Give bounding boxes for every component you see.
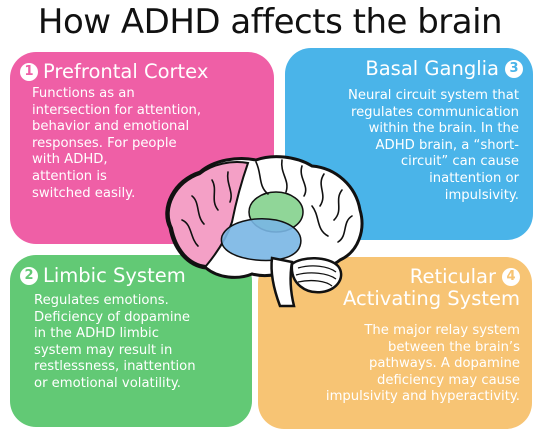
prefrontal-cortex-description: Functions as an intersection for attenti… — [32, 86, 262, 202]
text-line: responses. For people — [32, 135, 177, 151]
text-line: within the brain. In the — [368, 121, 519, 137]
text-line: with ADHD, — [32, 152, 108, 168]
basal-ganglia-description: Neural circuit system that regulates com… — [299, 88, 519, 204]
cerebellum — [290, 257, 343, 294]
prefrontal-cortex-heading: 1 Prefrontal Cortex — [20, 61, 208, 83]
number-badge: 4 — [502, 268, 520, 286]
text-line: ADHD brain, a “short- — [375, 137, 519, 153]
text-line: The major relay system — [364, 323, 520, 338]
text-line: impulsivity and hyperactivity. — [325, 389, 520, 405]
text-line: regulates communication — [350, 104, 519, 120]
limbic-system-title: Limbic System — [43, 264, 186, 287]
basal-ganglia-title: Basal Ganglia — [365, 57, 499, 80]
gyri-lines — [181, 159, 353, 247]
text-line: restlessness, inattention — [34, 359, 196, 375]
text-line: in the ADHD limbic — [34, 326, 159, 342]
text-line: intersection for attention, — [32, 102, 202, 118]
prefrontal-cortex-card: 1 Prefrontal Cortex Functions as an inte… — [10, 52, 274, 244]
text-line: Deficiency of dopamine — [34, 309, 190, 325]
text-line: deficiency may cause — [376, 372, 520, 388]
text-line: between the brain’s — [387, 339, 520, 355]
text-line: attention is — [32, 168, 107, 184]
text-line: circuit” can cause — [400, 154, 519, 170]
text-line: impulsivity. — [444, 187, 519, 203]
text-line: system may result in — [34, 342, 173, 358]
reticular-title-line2: Activating System — [343, 287, 520, 310]
text-line: inattention or — [429, 170, 519, 186]
heading-line: Activating System — [343, 288, 520, 310]
text-line: pathways. A dopamine — [369, 356, 520, 372]
basal-ganglia-card: Basal Ganglia 3 Neural circuit system th… — [285, 48, 533, 240]
prefrontal-cortex-title: Prefrontal Cortex — [43, 60, 209, 83]
number-badge: 3 — [505, 60, 523, 78]
basal-ganglia-heading: Basal Ganglia 3 — [365, 58, 523, 80]
limbic-system-card: 2 Limbic System Regulates emotions. Defi… — [10, 255, 252, 427]
cerebellum-folds — [295, 265, 337, 287]
text-line: Regulates emotions. — [34, 293, 169, 308]
text-line: switched easily. — [32, 185, 136, 201]
number-badge: 1 — [20, 63, 38, 81]
limbic-region — [220, 218, 302, 262]
brain-illustration-icon — [165, 155, 364, 308]
heading-line: Reticular 4 — [343, 266, 520, 288]
number-badge: 2 — [20, 267, 38, 285]
page-title: How ADHD affects the brain — [37, 2, 503, 42]
text-line: behavior and emotional — [32, 119, 190, 135]
reticular-activating-system-heading: Reticular 4 Activating System — [343, 266, 520, 310]
limbic-system-description: Regulates emotions. Deficiency of dopami… — [34, 293, 244, 393]
prefrontal-region — [167, 161, 250, 268]
text-line: Neural circuit system that — [347, 88, 519, 103]
text-line: Functions as an — [32, 86, 135, 101]
reticular-title-line1: Reticular — [409, 265, 496, 288]
text-line: or emotional volatility. — [34, 375, 181, 391]
limbic-system-heading: 2 Limbic System — [20, 265, 186, 287]
brainstem — [270, 256, 296, 308]
reticular-activating-system-description: The major relay system between the brain… — [280, 323, 520, 406]
